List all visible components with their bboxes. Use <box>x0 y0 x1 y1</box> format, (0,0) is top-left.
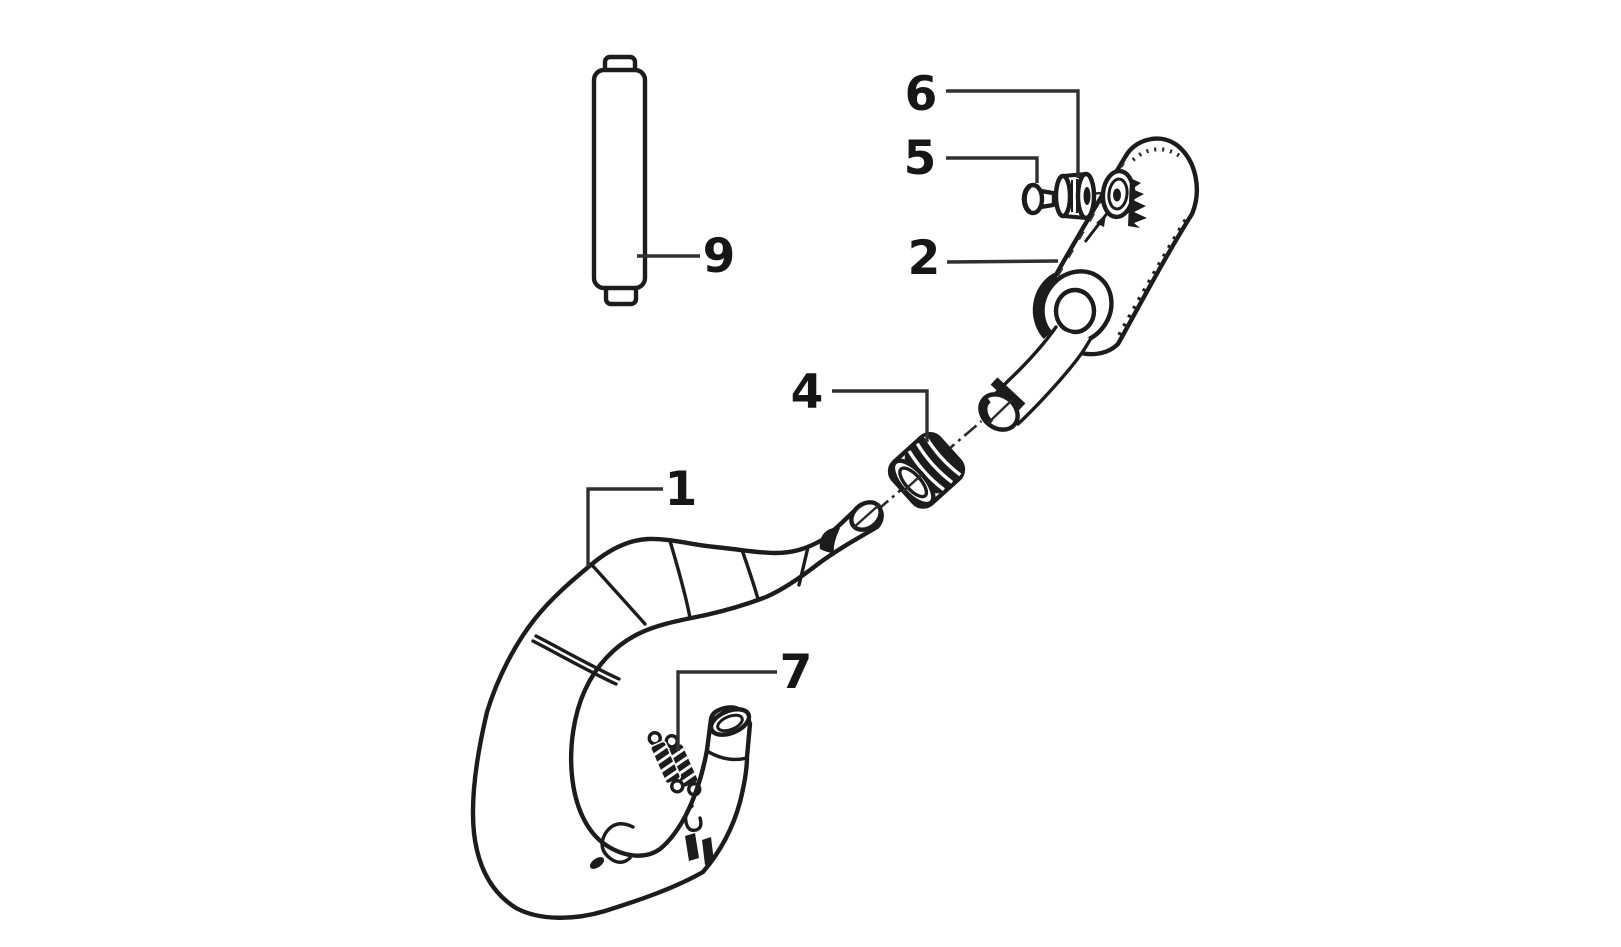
spring-hook-bracket <box>683 804 703 833</box>
bottom-hook-bracket <box>600 822 635 864</box>
callout-7-leader <box>676 670 777 751</box>
header-collar-band <box>705 749 749 762</box>
mounting-bolt <box>1021 182 1065 216</box>
expansion-chamber-pipe <box>470 500 884 920</box>
mount-weld-teeth <box>1128 178 1147 228</box>
coupling-axis-tick <box>901 472 924 493</box>
cone-seam-4b <box>534 634 621 681</box>
callout-1-leader <box>586 487 663 567</box>
spring-rear <box>664 734 702 797</box>
silencer-shading-cap <box>1131 147 1184 162</box>
inlet-stub-edge-right <box>1016 336 1093 426</box>
cone-seam-2 <box>668 539 692 620</box>
callout-9: 9 <box>637 229 735 284</box>
callout-1: 1 <box>586 462 698 567</box>
end-cap-shadow <box>1032 273 1059 340</box>
callout-4-label: 4 <box>791 365 824 420</box>
packing-body <box>591 67 648 291</box>
inlet-stub-band <box>990 377 1026 411</box>
callout-4-leader <box>832 389 929 442</box>
callout-9-label: 9 <box>703 229 736 284</box>
coupling-gasket <box>887 431 966 509</box>
callout-2: 2 <box>908 231 1059 286</box>
mount-weld-teeth-small <box>1096 214 1106 227</box>
grommet-center-hole <box>1083 187 1091 205</box>
callout-4: 4 <box>791 365 929 442</box>
spring-hook-icon <box>687 782 702 797</box>
silencer-packing <box>591 54 648 307</box>
callout-7: 7 <box>676 645 813 751</box>
callout-6-leader <box>946 89 1080 178</box>
callout-7-label: 7 <box>780 645 813 700</box>
inlet-root-ring <box>1053 287 1097 335</box>
header-opening-inner <box>716 713 744 733</box>
bottom-bracket-lug <box>589 857 605 869</box>
callout-2-label: 2 <box>908 231 941 286</box>
spring-front <box>647 731 685 794</box>
bracket-foot-right <box>702 837 714 865</box>
silencer-shading-right <box>1114 218 1189 342</box>
callout-5-leader <box>946 156 1039 183</box>
cone-seam-4a <box>531 639 618 686</box>
callout-5: 5 <box>904 131 1039 186</box>
cone-seam-3 <box>740 548 760 601</box>
tail-lug <box>819 527 840 553</box>
bolt-head-shadow <box>1021 183 1032 215</box>
callout-5-label: 5 <box>904 131 937 186</box>
mount-washer-hole <box>1113 188 1121 202</box>
cone-seam-5 <box>797 545 810 587</box>
silencer-sketch-line <box>1057 162 1125 277</box>
exhaust-springs <box>647 731 702 797</box>
callout-6: 6 <box>905 67 1080 178</box>
callout-1-label: 1 <box>665 462 698 517</box>
spring-hook-icon <box>670 779 685 794</box>
bracket-foot-left <box>685 833 699 861</box>
callout-6-label: 6 <box>905 67 938 122</box>
cone-seam-1 <box>590 563 647 626</box>
inlet-axis-tick <box>986 399 1013 425</box>
callouts: 1 2 4 5 6 7 9 <box>586 67 1080 751</box>
rubber-grommet <box>1053 171 1097 221</box>
silencer <box>978 136 1200 432</box>
grommet-disc-left <box>1053 173 1073 219</box>
callout-2-leader <box>946 259 1059 264</box>
tail-axis-tick <box>852 503 881 529</box>
